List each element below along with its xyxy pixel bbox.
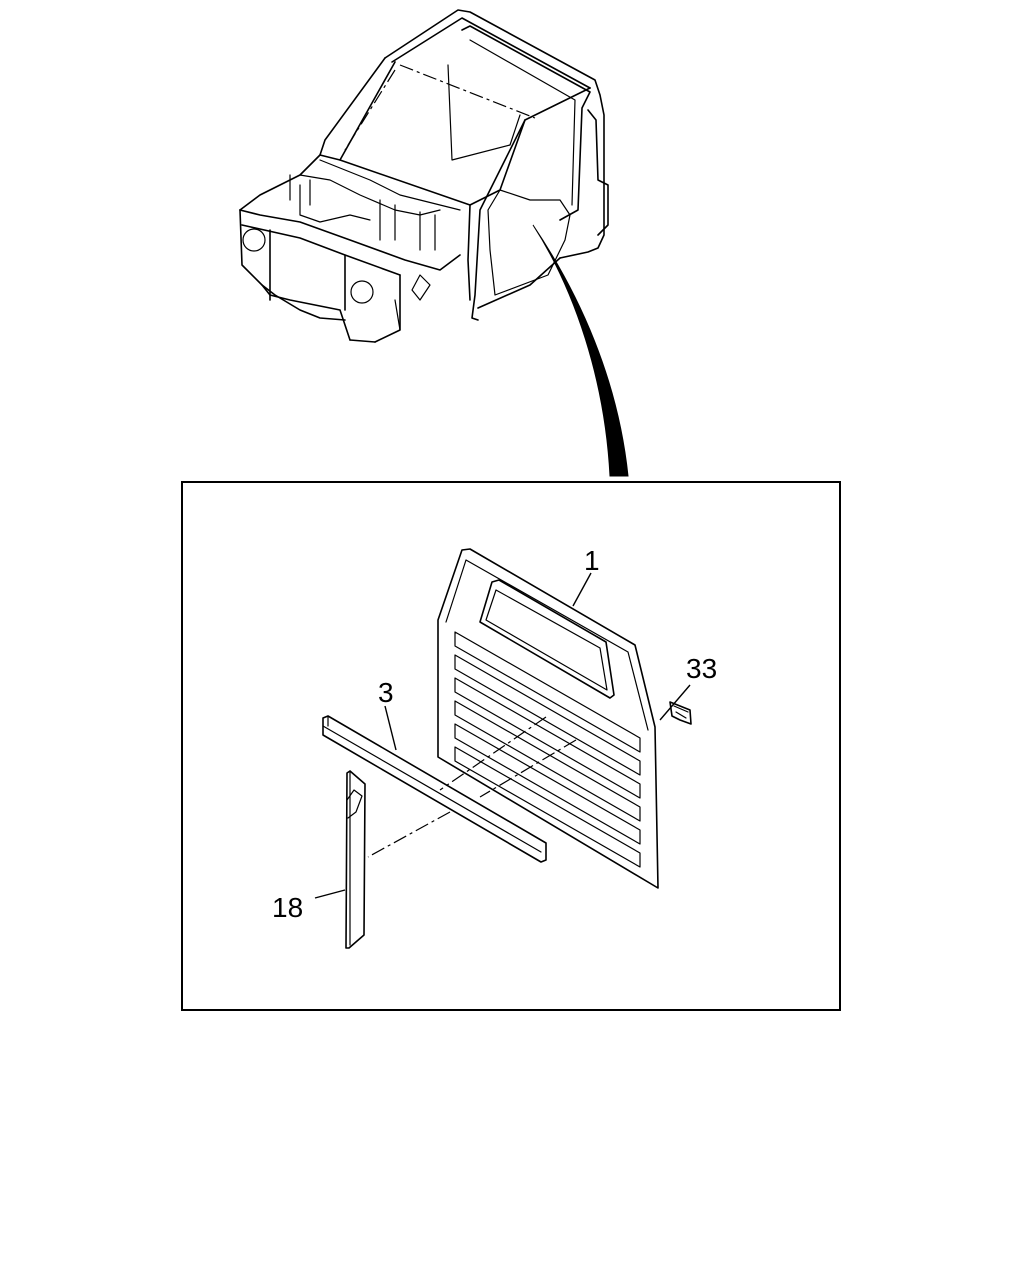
rear-panel-part — [437, 548, 659, 889]
clip-part — [669, 701, 692, 725]
detail-frame — [181, 481, 841, 1011]
leader-lines — [314, 572, 691, 899]
detail-pointer-arrow — [532, 224, 629, 477]
callout-18: 18 — [272, 892, 303, 923]
callout-33: 33 — [686, 653, 717, 684]
rail-part — [322, 715, 547, 863]
callout-1: 1 — [584, 545, 600, 576]
pillar-part — [345, 770, 366, 949]
callout-3: 3 — [378, 677, 394, 708]
cab-overview-drawing — [239, 9, 609, 343]
